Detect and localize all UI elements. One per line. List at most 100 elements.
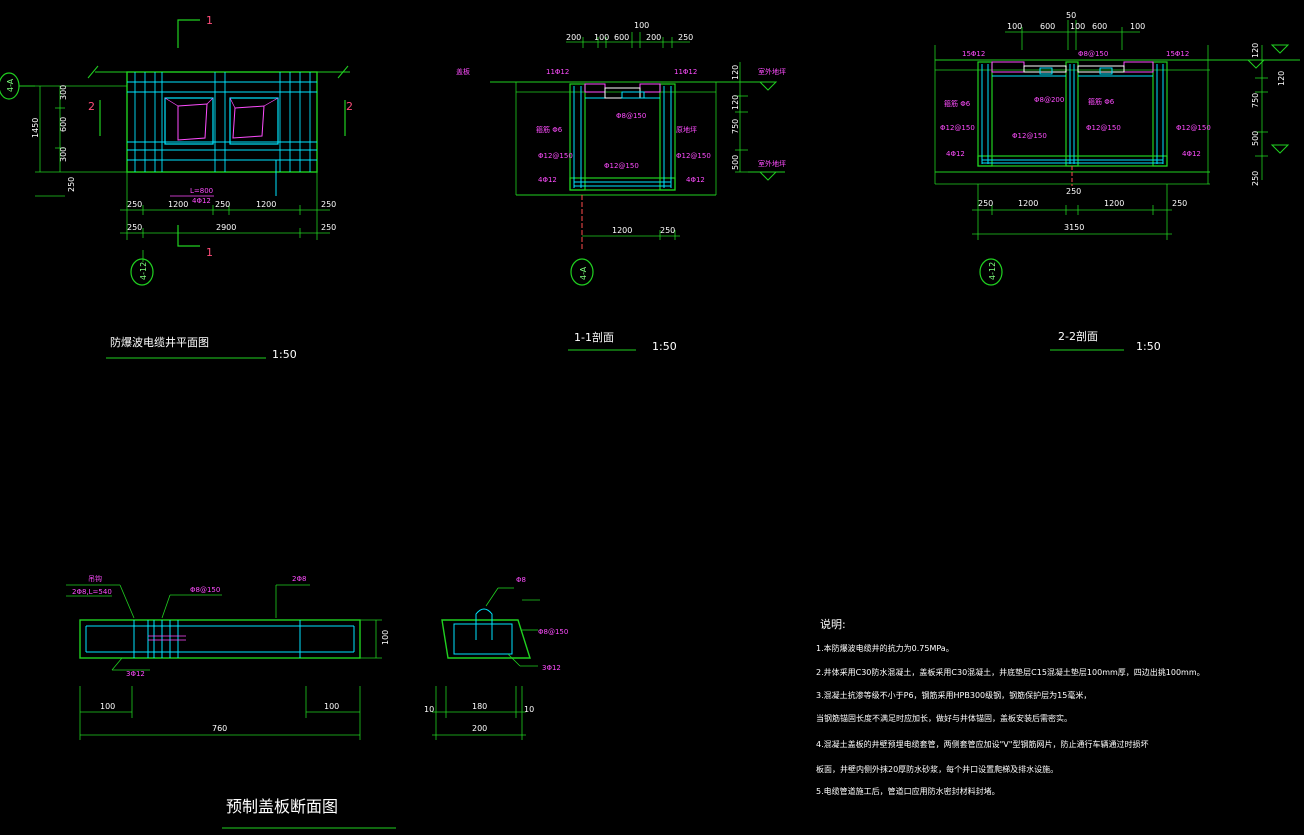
s11-label-11: 室外地坪 (758, 159, 786, 168)
s22-label-2: Φ8@150 (1078, 50, 1108, 58)
s11-label-7: Φ12@150 (604, 162, 639, 170)
s11-dim-right-0: 120 (731, 65, 740, 80)
s11-label-8: 4Φ12 (538, 176, 557, 184)
s22-label-11: 4Φ12 (1182, 150, 1201, 158)
s11-label-12: 原地坪 (676, 125, 697, 134)
s11-label-10: 室外地坪 (758, 67, 786, 76)
cp-cross-label-0: Φ8 (516, 576, 526, 584)
cp-cross-dim-2: 10 (524, 705, 534, 714)
plan-section-1-top: 1 (206, 14, 213, 27)
s22-dim-top-1: 600 (1040, 22, 1055, 31)
s22-label-8: Φ12@150 (1086, 124, 1121, 132)
s11-label-5: Φ12@150 (538, 152, 573, 160)
s11-label-6: Φ12@150 (676, 152, 711, 160)
s11-label-3: Φ8@150 (616, 112, 646, 120)
s11-label-0: 盖板 (456, 67, 470, 76)
s22-label-0: 15Φ12 (962, 50, 985, 58)
s11-title: 1-1剖面 (574, 330, 614, 344)
s11-dim-right-3: 500 (731, 155, 740, 170)
plan-dim-bottom-4: 250 (321, 200, 336, 209)
s22-dim-bottom-3: 1200 (1104, 199, 1124, 208)
s22-axis: 4-12 (988, 262, 997, 280)
plan-dim-bottom-1: 1200 (168, 200, 188, 209)
cp-long-label-0: 吊钩 (88, 574, 102, 583)
s22-dim-top-2: 50 (1066, 11, 1076, 20)
cover-plate-title: 预制盖板断面图 (226, 797, 338, 816)
plan-dim-left-0: 300 (59, 85, 68, 100)
plan-section-1-bottom: 1 (206, 246, 213, 259)
plan-view: 1 1 2 2 (0, 14, 353, 361)
cp-long-dim-2: 760 (212, 724, 227, 733)
s22-dim-right-2: 750 (1251, 93, 1260, 108)
s22-labels: 15Φ12 15Φ12 Φ8@150 Φ8@200 箍筋 Φ6 箍筋 Φ6 Φ1… (940, 50, 1211, 158)
note-line-6: 5.电缆管道施工后，管道口应用防水密封材料封堵。 (816, 786, 1000, 796)
s11-label-2: 11Φ12 (674, 68, 697, 76)
note-line-0: 1.本防爆波电缆井的抗力为0.75MPa。 (816, 643, 954, 653)
s22-dim-right-1: 120 (1277, 71, 1286, 86)
s22-dim-right-4: 250 (1251, 171, 1260, 186)
plan-section-2-left: 2 (88, 100, 95, 113)
plan-dim-left-2: 300 (59, 147, 68, 162)
plan-dim-bottom2-0: 250 (127, 223, 142, 232)
cp-long-dim-height: 100 (381, 630, 390, 645)
s11-dim-bottom-1: 250 (660, 226, 675, 235)
cp-cross-dim-1: 180 (472, 702, 487, 711)
note-line-1: 2.井体采用C30防水混凝土，盖板采用C30混凝土，井底垫层C15混凝土垫层10… (816, 667, 1205, 677)
plan-scale: 1:50 (272, 348, 297, 361)
notes-block: 说明: 1.本防爆波电缆井的抗力为0.75MPa。 2.井体采用C30防水混凝土… (816, 617, 1205, 796)
s22-dim-top-0: 100 (1007, 22, 1022, 31)
s11-dim-top-4: 200 (646, 33, 661, 42)
s22-dim-right-3: 500 (1251, 131, 1260, 146)
plan-dim-left-4: 250 (67, 177, 76, 192)
notes-heading: 说明: (820, 617, 846, 631)
s22-label-4: 箍筋 Φ6 (944, 99, 971, 108)
s11-dim-top-1: 200 (566, 33, 581, 42)
cp-cross-label-2: 3Φ12 (542, 664, 561, 672)
s22-label-10: 4Φ12 (946, 150, 965, 158)
s11-dim-top-2: 100 (594, 33, 609, 42)
section-1-1: 100 200 100 600 200 250 (456, 21, 786, 353)
s22-scale: 1:50 (1136, 340, 1161, 353)
plan-dim-bottom-0: 250 (127, 200, 142, 209)
s22-label-3: Φ8@200 (1034, 96, 1064, 104)
note-line-5: 板面，井壁内侧外抹20厚防水砂浆，每个井口设置爬梯及排水设施。 (816, 764, 1058, 774)
s22-dim-top-3: 100 (1070, 22, 1085, 31)
s22-dim-right-0: 120 (1251, 43, 1260, 58)
plan-label-L: L=800 (190, 187, 213, 195)
cp-cross-dim-0: 10 (424, 705, 434, 714)
plan-dim-bottom-3: 1200 (256, 200, 276, 209)
s11-dim-top-5: 250 (678, 33, 693, 42)
plan-dim-bottom2-1: 2900 (216, 223, 236, 232)
s22-dim-bottom2-0: 3150 (1064, 223, 1084, 232)
cp-long-dim-0: 100 (100, 702, 115, 711)
s22-label-9: Φ12@150 (1176, 124, 1211, 132)
cp-long-dim-1: 100 (324, 702, 339, 711)
s11-dim-right-1: 120 (731, 95, 740, 110)
s22-label-7: Φ12@150 (1012, 132, 1047, 140)
cp-long-label-2: Φ8@150 (190, 586, 220, 594)
plan-axis-bottom: 4-12 (139, 262, 148, 280)
cp-long-label-3: 2Φ8 (292, 575, 306, 583)
s22-label-1: 15Φ12 (1166, 50, 1189, 58)
s11-label-1: 11Φ12 (546, 68, 569, 76)
cp-cross-label-1: Φ8@150 (538, 628, 568, 636)
s11-dim-top-0: 100 (634, 21, 649, 30)
s11-labels: 盖板 11Φ12 11Φ12 Φ8@150 箍筋 Φ6 Φ12@150 Φ12@… (456, 67, 786, 184)
s22-title: 2-2剖面 (1058, 329, 1098, 343)
cp-cross-dim-3: 200 (472, 724, 487, 733)
s22-dim-bottom-2: 250 (1066, 187, 1081, 196)
s11-dim-top-3: 600 (614, 33, 629, 42)
s22-label-5: 箍筋 Φ6 (1088, 97, 1115, 106)
cp-long-label-1: 2Φ8,L=540 (72, 588, 112, 596)
s11-label-4: 箍筋 Φ6 (536, 125, 563, 134)
plan-dim-left-1: 600 (59, 117, 68, 132)
s11-label-9: 4Φ12 (686, 176, 705, 184)
plan-label-bar: 4Φ12 (192, 197, 211, 205)
plan-title: 防爆波电缆井平面图 (110, 335, 209, 349)
s22-label-6: Φ12@150 (940, 124, 975, 132)
s11-scale: 1:50 (652, 340, 677, 353)
plan-section-2-right: 2 (346, 100, 353, 113)
cover-plate-long: 吊钩 2Φ8,L=540 Φ8@150 2Φ8 3Φ12 100 100 100… (66, 574, 390, 740)
s22-dim-bottom-0: 250 (978, 199, 993, 208)
